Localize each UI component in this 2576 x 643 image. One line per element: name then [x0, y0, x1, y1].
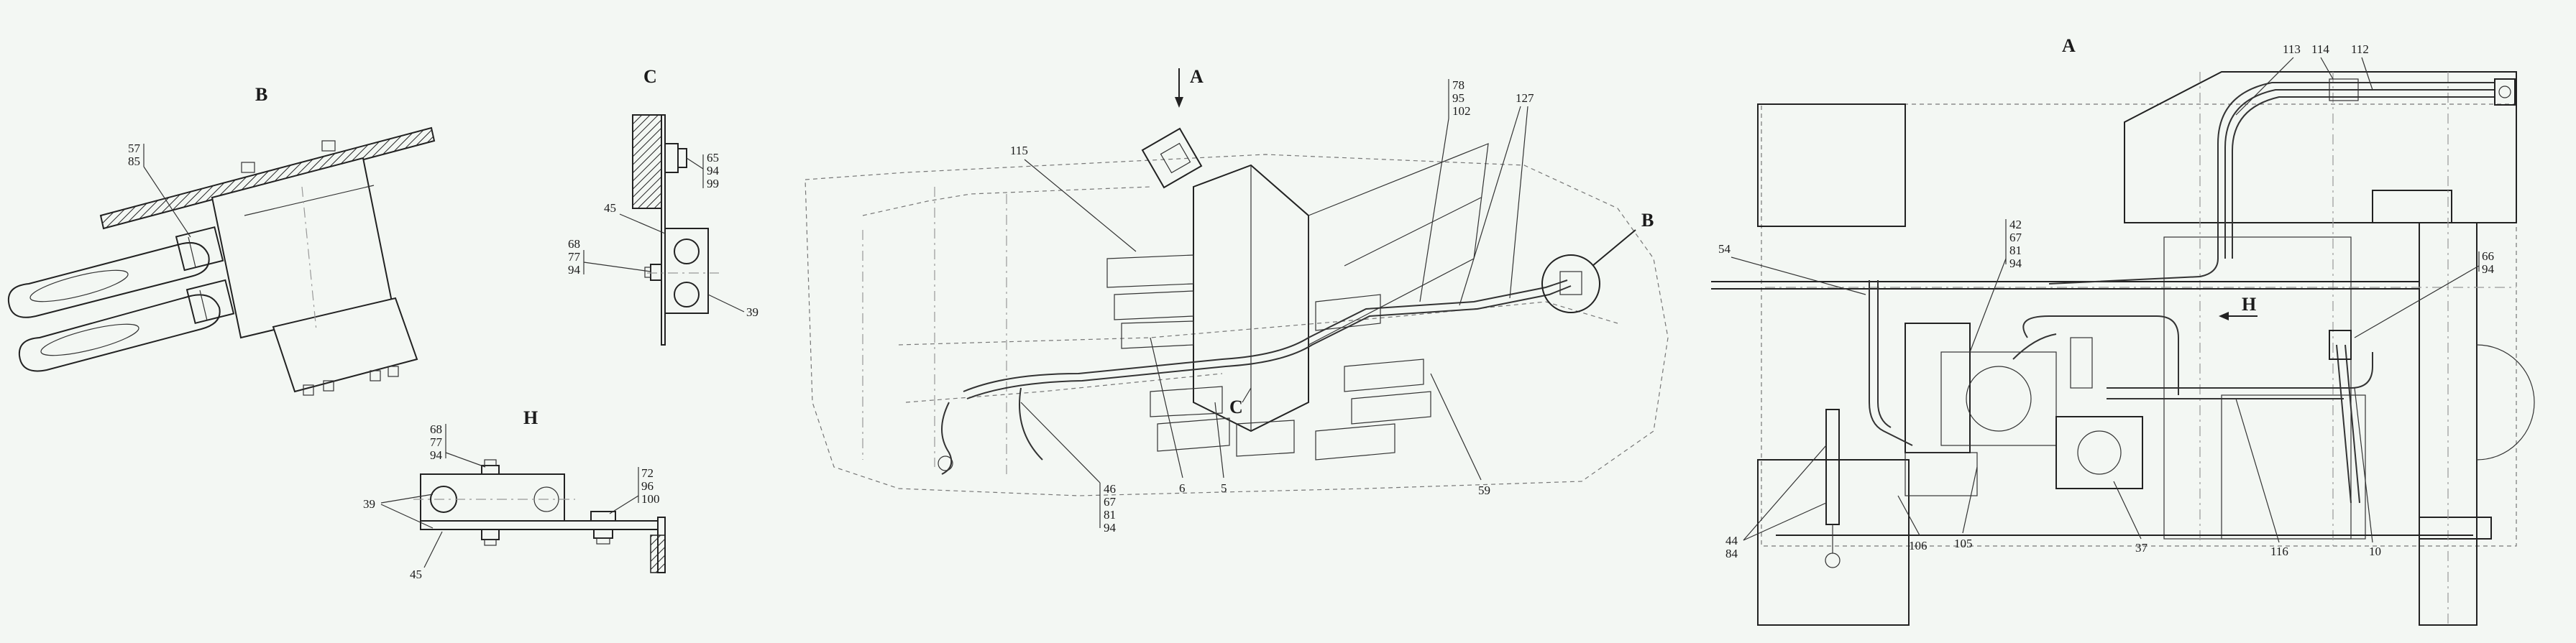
view-a-top-view: A	[1711, 35, 2535, 626]
view-c-label-99: 99	[707, 177, 719, 190]
view-c-label-65: 65	[707, 151, 719, 165]
view-c-hatched-wall	[632, 114, 662, 209]
view-a-pump-body	[1905, 323, 1971, 453]
view-a-label-114: 114	[2311, 42, 2329, 56]
view-c-hose-hole-upper	[674, 239, 700, 264]
view-b-hose-upper	[7, 241, 210, 318]
view-a-label-113: 113	[2283, 42, 2301, 56]
view-b-valve-base	[272, 297, 418, 393]
view-a-label-94b: 94	[2482, 262, 2495, 276]
view-c-label-68: 68	[568, 237, 580, 251]
view-c-title: C	[643, 66, 657, 87]
view-c-label-39: 39	[746, 305, 758, 319]
view-c-hose-hole-lower	[674, 282, 700, 307]
iso-label-115: 115	[1010, 144, 1028, 157]
iso-detail-b-circle	[1541, 254, 1600, 313]
view-b-title: B	[255, 84, 267, 105]
view-h-label-72: 72	[641, 466, 654, 480]
view-h-detail: H 68 77 94 39 72 96 100 45	[363, 407, 666, 581]
iso-label-95: 95	[1452, 91, 1465, 105]
view-b-label-57: 57	[128, 142, 141, 155]
view-a-label-116: 116	[2270, 545, 2288, 558]
isometric-cab-view: A 115 78 95 102 127 B C 46 67 81 94 6 5 …	[805, 66, 1669, 535]
view-c-label-94b: 94	[568, 263, 581, 277]
iso-label-5: 5	[1221, 481, 1227, 495]
view-h-label-94: 94	[430, 448, 443, 462]
view-b-bracket-plate	[99, 126, 436, 230]
iso-label-59: 59	[1478, 484, 1490, 497]
iso-label-c: C	[1229, 397, 1243, 417]
view-h-label-77: 77	[430, 435, 443, 449]
view-h-label-96: 96	[641, 479, 654, 493]
view-c-label-45: 45	[604, 201, 616, 215]
view-b-hose-lower	[18, 294, 221, 372]
view-b-label-85: 85	[128, 154, 140, 168]
view-a-label-54: 54	[1718, 242, 1731, 256]
view-a-hose-1	[2217, 82, 2495, 259]
view-h-title: H	[523, 407, 538, 428]
iso-label-46: 46	[1104, 482, 1116, 496]
view-a-label-44: 44	[1725, 534, 1738, 547]
view-h-label-39: 39	[363, 497, 375, 511]
view-a-label-67: 67	[2009, 231, 2022, 244]
view-a-label-h: H	[2242, 294, 2256, 315]
iso-filler-cap	[1141, 127, 1203, 189]
view-a-label-106: 106	[1909, 539, 1928, 552]
view-a-label-42: 42	[2009, 218, 2022, 231]
iso-label-81: 81	[1104, 508, 1116, 522]
view-h-label-68: 68	[430, 422, 442, 436]
view-a-label-112: 112	[2351, 42, 2369, 56]
view-c-label-94: 94	[707, 164, 720, 177]
view-a-distributor	[2055, 416, 2143, 489]
view-a-label-94: 94	[2009, 256, 2022, 270]
iso-label-78: 78	[1452, 78, 1465, 92]
view-a-label-37: 37	[2135, 541, 2148, 555]
view-c-label-77: 77	[568, 250, 581, 264]
view-a-label-66: 66	[2482, 249, 2494, 263]
view-h-label-45: 45	[410, 568, 422, 581]
view-a-label-81: 81	[2009, 244, 2022, 257]
view-a-left-lower-block	[1757, 459, 1910, 626]
iso-label-127: 127	[1516, 91, 1534, 105]
iso-label-102: 102	[1452, 104, 1471, 118]
iso-label-b: B	[1641, 210, 1654, 231]
view-a-label-10: 10	[2369, 545, 2381, 558]
iso-label-a: A	[1190, 66, 1204, 87]
iso-hose-1	[963, 279, 1568, 392]
view-a-label-84: 84	[1725, 547, 1738, 560]
view-b-fitting-upper	[175, 226, 224, 272]
view-c-clamp-block	[664, 228, 709, 314]
view-b-detail: B 57 85	[7, 84, 436, 396]
view-a-label-105: 105	[1954, 537, 1973, 550]
view-h-label-100: 100	[641, 492, 660, 506]
view-c-detail: C 65 94 99 45 68 77 94 39	[568, 66, 758, 346]
iso-label-6: 6	[1179, 481, 1186, 495]
view-a-right-top-panel	[2124, 71, 2517, 223]
view-h-clamp-block	[420, 473, 565, 522]
view-a-cylinder	[1825, 409, 1840, 525]
view-a-title: A	[2062, 35, 2076, 56]
iso-label-94: 94	[1104, 521, 1117, 535]
view-a-left-cab-block	[1757, 103, 1906, 227]
view-b-fitting-lower	[185, 279, 235, 325]
iso-label-67: 67	[1104, 495, 1117, 509]
view-h-bracket	[420, 520, 659, 530]
